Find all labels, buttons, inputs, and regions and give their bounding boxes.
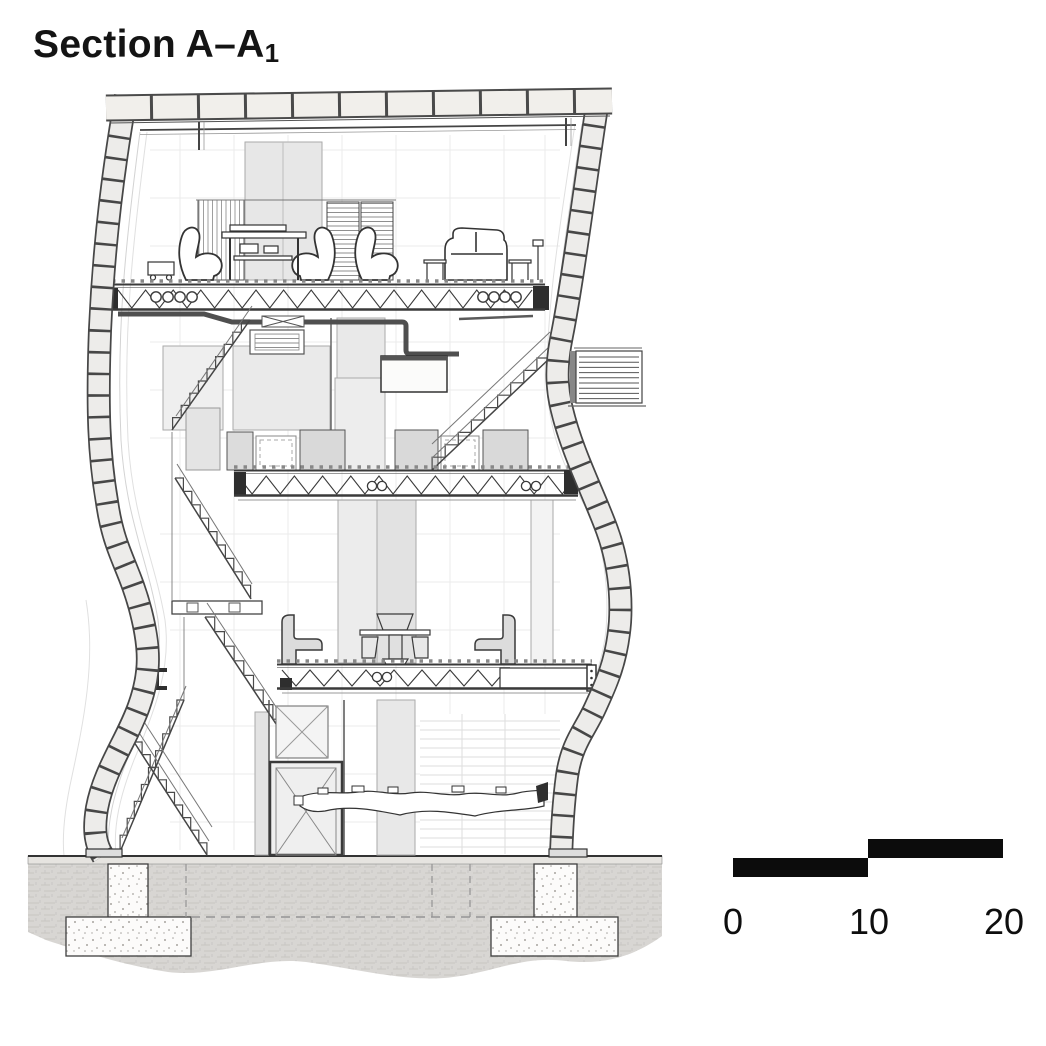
footing-pad-left — [65, 916, 192, 957]
footing-pad-right — [490, 916, 619, 957]
footing-pier-left — [107, 863, 149, 918]
side-table — [508, 259, 532, 280]
booth-bench — [281, 614, 323, 665]
elevator-shaft — [268, 700, 345, 857]
truss-bearing — [234, 472, 246, 496]
truss-floor-middle — [234, 465, 578, 501]
truss-floor-upper — [104, 279, 549, 311]
suspended-sculpture — [293, 782, 548, 817]
sofa — [444, 227, 508, 281]
cross-braced-panel — [261, 315, 305, 328]
stair-flight-level2 — [431, 331, 551, 471]
side-table — [423, 259, 447, 280]
top-floor-lounge — [147, 199, 544, 281]
equipment-cart — [147, 261, 175, 281]
ceiling-duct — [118, 311, 459, 357]
scale-label-10: 10 — [849, 901, 889, 942]
curved-left-wall — [83, 93, 160, 863]
roof-coping — [105, 87, 613, 150]
truss-bearing — [533, 286, 549, 310]
page-title: Section A–A1 — [33, 23, 279, 68]
scale-bar: 0 10 20 — [723, 839, 1024, 942]
booth-seating — [281, 613, 516, 665]
air-diffuser — [249, 329, 305, 355]
ground — [27, 855, 663, 979]
wall-base-plate — [548, 848, 588, 858]
external-louver-box — [568, 347, 646, 407]
lounge-chair — [354, 226, 399, 281]
curved-right-wall — [545, 104, 633, 857]
scale-label-0: 0 — [723, 901, 743, 942]
equipment-table — [221, 224, 307, 280]
floor-beam — [499, 667, 589, 689]
booth-table — [359, 613, 431, 665]
truss-floor-lower — [277, 659, 597, 694]
truss-bearing — [280, 678, 292, 690]
footing-pier-right — [533, 863, 578, 918]
storage-wall — [185, 407, 221, 471]
scale-bar-segment-low — [733, 858, 868, 877]
stair-flight-upper-b — [174, 463, 253, 600]
booth-bench — [474, 614, 516, 665]
scale-bar-segment-high — [868, 839, 1003, 858]
stair-flight-lower-b — [133, 713, 213, 856]
shaft-upper-panel — [275, 705, 329, 759]
stair-flight-upper-a — [171, 305, 253, 431]
scale-label-20: 20 — [984, 901, 1024, 942]
hanging-duct-box — [380, 355, 448, 393]
lounge-chair — [291, 226, 336, 281]
stair-flight-lower-a — [119, 685, 187, 853]
stair-landing — [171, 600, 263, 615]
floor-lamp — [532, 239, 544, 280]
lounge-chair — [178, 226, 223, 281]
wall-base-plate — [85, 848, 123, 858]
basement-racking — [420, 714, 560, 854]
